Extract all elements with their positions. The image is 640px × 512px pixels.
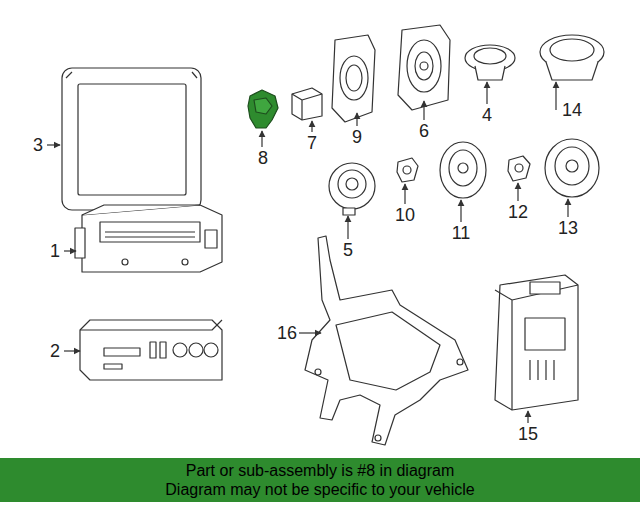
leader-line [486,82,487,104]
mounting-bracket [305,236,468,445]
callout-number: 1 [50,241,60,261]
leader-line [347,216,348,239]
connector-module [292,88,322,120]
speaker [540,35,604,80]
leader-line [555,82,556,110]
display-screen [62,68,201,210]
leader-line [423,101,424,120]
callout-number: 10 [395,205,415,225]
tweeter [465,45,515,80]
leader-line [64,350,80,351]
control-panel [80,320,222,380]
callout-number: 8 [258,148,268,168]
speaker [545,139,599,197]
leader-line [517,183,518,201]
callout-number: 2 [50,341,60,361]
info-band: Part or sub-assembly is #8 in diagramDia… [0,458,640,502]
leader-line [47,144,60,145]
callout-number: 4 [482,105,492,125]
speaker [440,142,486,198]
callout-number: 16 [277,323,297,343]
callout-number: 14 [562,100,582,120]
callout-number: 12 [508,202,528,222]
control-module [495,275,578,410]
callout-number: 9 [352,127,362,147]
callout-number: 13 [558,218,578,238]
callout-number: 11 [452,223,471,243]
leader-line [64,250,76,251]
highlighted-part [248,90,278,128]
callout-number: 6 [419,121,429,141]
speaker-bracket [332,35,375,122]
leader-line [404,184,405,204]
clip [397,158,418,182]
leader-line [567,199,568,217]
leader-line [261,131,262,147]
leader-line [527,411,528,423]
speaker [329,163,375,215]
speaker [398,25,450,110]
leader-line [311,121,312,132]
leader-line [460,200,461,222]
radio-unit [75,205,222,272]
callout-number: 7 [307,133,317,153]
band-text: Diagram may not be specific to your vehi… [165,480,474,499]
band-text: Part or sub-assembly is #8 in diagram [186,461,455,480]
leader-line [356,113,357,126]
leader-line [299,332,321,333]
callout-number: 5 [343,240,353,260]
clip [508,156,530,181]
callout-number: 3 [33,135,43,155]
callout-number: 15 [518,424,538,444]
